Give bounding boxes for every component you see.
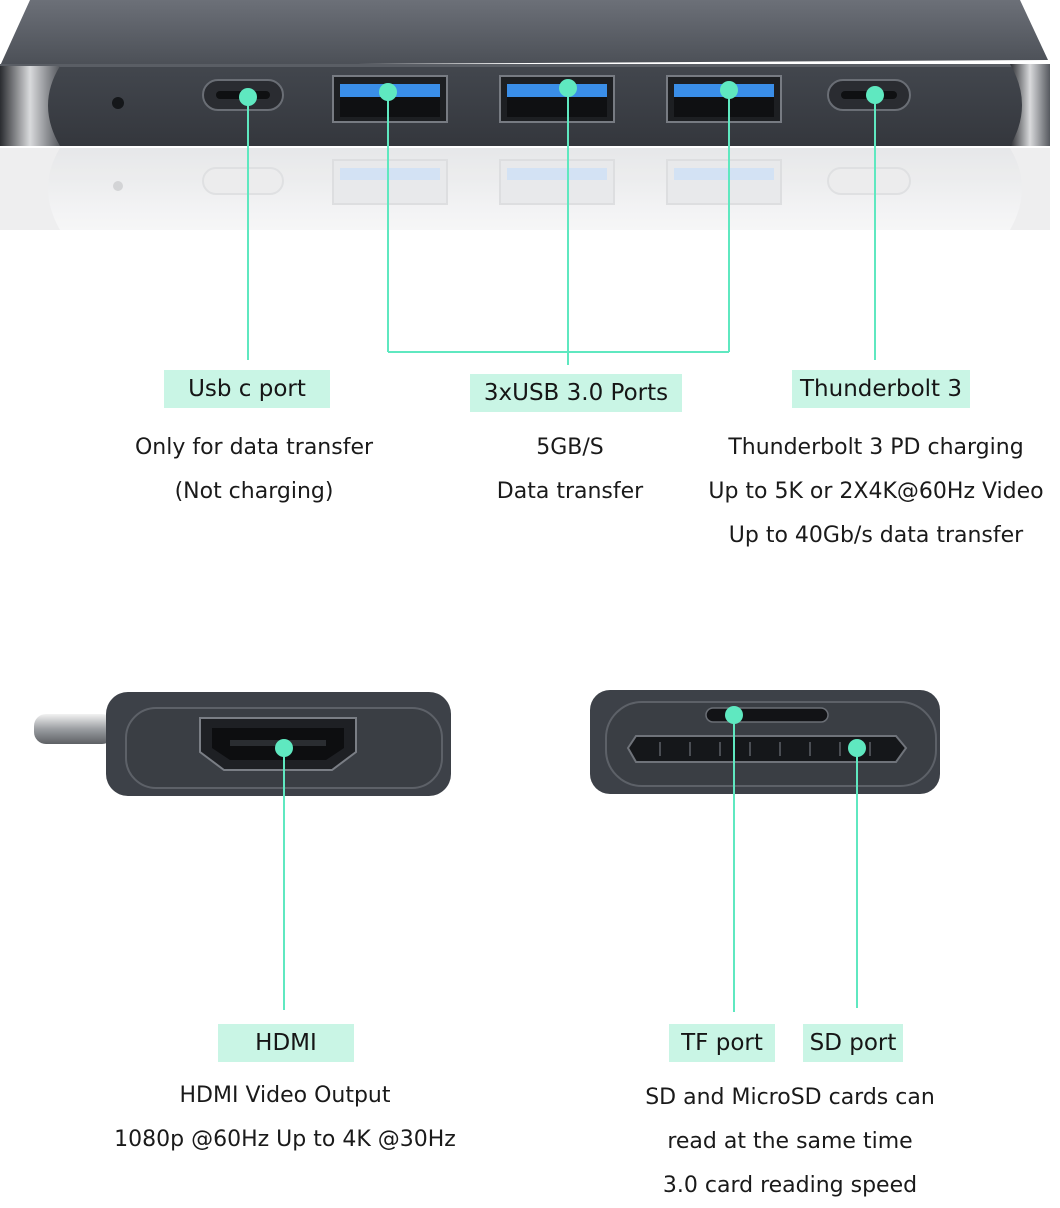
usb-a-3-dot (720, 81, 738, 99)
sd-slot (626, 735, 908, 763)
thunderbolt-description: Thunderbolt 3 PD charging Up to 5K or 2X… (700, 426, 1052, 558)
card-reader-desc-line-2: read at the same time (667, 1129, 913, 1154)
usb3-desc-line-2: Data transfer (496, 479, 644, 504)
card-reader-desc-line-1: SD and MicroSD cards can (645, 1085, 935, 1110)
usb-c-desc-line-1: Only for data transfer (134, 435, 374, 460)
usb3-ports-label: 3xUSB 3.0 Ports (470, 374, 682, 412)
usb-a-1-dot (379, 83, 397, 101)
thunderbolt-desc-line-1: Thunderbolt 3 PD charging (728, 435, 1024, 460)
hdmi-module (34, 692, 451, 796)
hdmi-desc-line-2: 1080p @60Hz Up to 4K @30Hz (114, 1127, 456, 1152)
tf-dot (725, 706, 743, 724)
sd-dot (848, 739, 866, 757)
thunderbolt-dot (866, 86, 884, 104)
usb-c-port-description: Only for data transfer (Not charging) (104, 426, 404, 514)
usb-a-port-2 (499, 75, 615, 123)
usb-a-2-dot (559, 79, 577, 97)
thunderbolt-desc-line-3: Up to 40Gb/s data transfer (728, 523, 1024, 548)
hdmi-label: HDMI (218, 1024, 354, 1062)
top-connector-lines (247, 88, 876, 365)
top-connector-dots (239, 79, 884, 106)
usb-c-plug (34, 714, 114, 744)
hdmi-description: HDMI Video Output 1080p @60Hz Up to 4K @… (100, 1074, 470, 1162)
hub-top-face (0, 0, 1048, 66)
thunderbolt-label: Thunderbolt 3 (792, 370, 970, 408)
hub-right-end-cap (1010, 64, 1050, 146)
usb-c-port-label: Usb c port (164, 370, 330, 408)
tf-port-label: TF port (669, 1024, 775, 1062)
card-reader-connectors (733, 715, 858, 1012)
thunderbolt-desc-line-2: Up to 5K or 2X4K@60Hz Video (708, 479, 1044, 504)
hdmi-dot (275, 739, 293, 757)
usb3-ports-description: 5GB/S Data transfer (440, 426, 700, 514)
card-reader-description: SD and MicroSD cards can read at the sam… (620, 1076, 960, 1208)
usb-c-dot (239, 88, 257, 106)
hub-reflection (0, 148, 1050, 230)
led-hole (112, 97, 124, 109)
hub-left-end-cap (0, 66, 60, 146)
usb3-desc-line-1: 5GB/S (536, 435, 604, 460)
usb-c-desc-line-2: (Not charging) (174, 479, 334, 504)
card-reader-module (590, 690, 940, 794)
hdmi-desc-line-1: HDMI Video Output (179, 1083, 391, 1108)
tf-slot (705, 707, 829, 723)
card-reader-desc-line-3: 3.0 card reading speed (662, 1173, 918, 1198)
usb-hub-device (0, 0, 1050, 146)
hdmi-connector (275, 739, 293, 1010)
sd-port-label: SD port (803, 1024, 903, 1062)
